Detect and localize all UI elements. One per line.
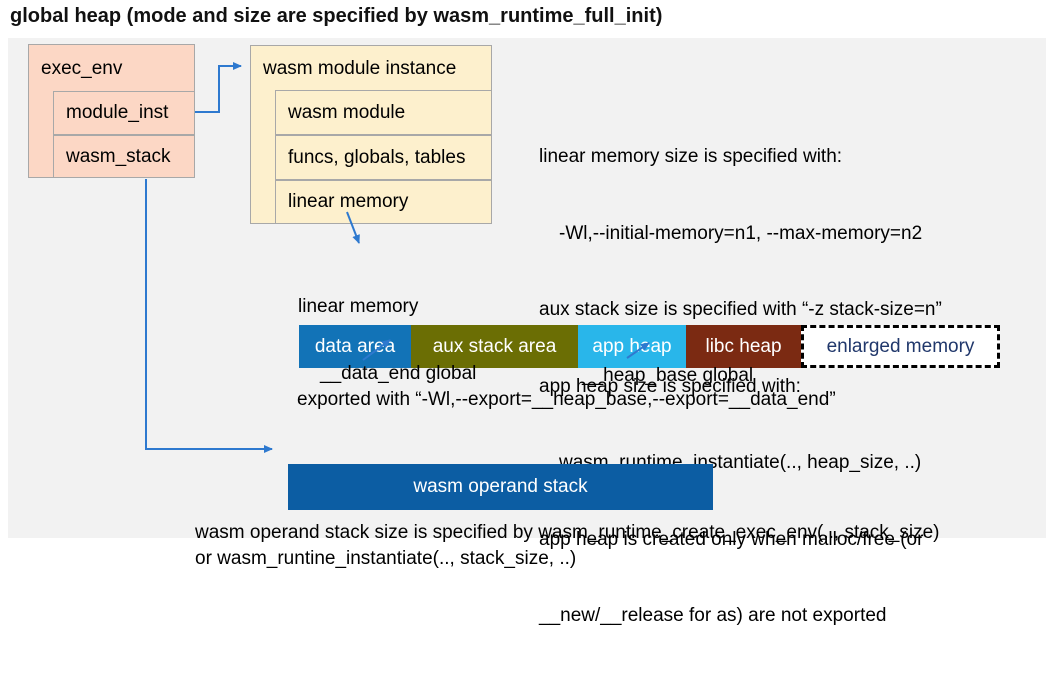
linear-memory-bar: data area aux stack area app heap libc h… <box>299 325 1000 368</box>
wasm-stack-box: wasm_stack <box>53 135 195 178</box>
page-title: global heap (mode and size are specified… <box>10 5 663 27</box>
note-line: __new/__release for as) are not exported <box>539 605 887 626</box>
module-inst-box: module_inst <box>53 91 195 135</box>
funcs-globals-tables-box: funcs, globals, tables <box>275 135 492 180</box>
segment-enlarged-memory: enlarged memory <box>801 325 1000 368</box>
wasm-module-box: wasm module <box>275 90 492 135</box>
segment-libc-heap: libc heap <box>686 325 801 368</box>
segment-aux-stack-area: aux stack area <box>411 325 578 368</box>
diagram-panel: exec_env module_inst wasm_stack wasm mod… <box>8 38 1046 626</box>
diagram-page: global heap (mode and size are specified… <box>8 5 1046 626</box>
exec-env-title: exec_env <box>41 57 123 79</box>
export-flags-label: exported with “-Wl,--export=__heap_base,… <box>297 389 836 410</box>
module-instance-title: wasm module instance <box>263 57 457 79</box>
note-line: or wasm_runtine_instantiate(.., stack_si… <box>195 548 577 569</box>
note-line: aux stack size is specified with “-z sta… <box>539 299 942 320</box>
segment-app-heap: app heap <box>578 325 686 368</box>
note-line: app heap size is specified with: <box>539 375 801 397</box>
linear-memory-label: linear memory <box>298 296 419 317</box>
segment-data-area: data area <box>299 325 411 368</box>
note-line: linear memory size is specified with: <box>539 146 843 167</box>
linear-memory-box: linear memory <box>275 180 492 224</box>
note-line: app heap is created only when malloc/fre… <box>539 528 924 550</box>
data-end-global-label: __data_end global <box>320 363 477 384</box>
wasm-operand-stack-bar: wasm operand stack <box>288 464 713 510</box>
note-line: wasm operand stack size is specified by … <box>195 522 940 543</box>
heap-base-global-label: __heap_base global <box>582 365 754 386</box>
note-line: -Wl,--initial-memory=n1, --max-memory=n2 <box>559 222 923 244</box>
operand-stack-notes: wasm operand stack size is specified by … <box>195 520 940 572</box>
